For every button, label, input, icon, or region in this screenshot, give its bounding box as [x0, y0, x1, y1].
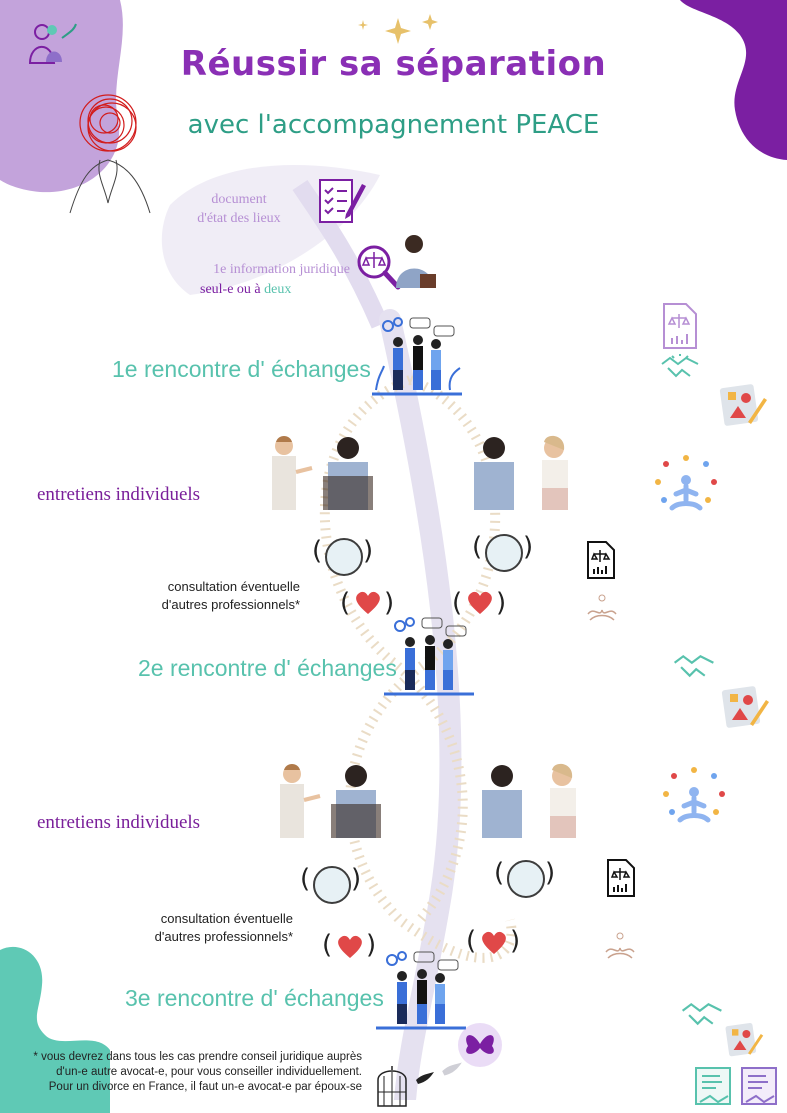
specialist-icon: [325, 538, 363, 576]
scales-document-icon: [663, 303, 697, 349]
page-title: Réussir sa séparation: [180, 44, 607, 84]
scales-document-icon: [587, 541, 615, 579]
contract-icon: [695, 1067, 731, 1105]
info-sublabel: seul-e ou à deux: [200, 282, 292, 297]
butterfly-icon: [458, 1023, 502, 1067]
consult-1-label: consultation éventuelle d'autres profess…: [161, 579, 300, 612]
paren-right-3: ): [384, 588, 395, 618]
legal-search-icon: [357, 245, 401, 290]
meeting-1-label: 1e rencontre d' échanges: [112, 356, 371, 382]
contract-icon: [741, 1067, 777, 1105]
birdcage-icon: [377, 1066, 407, 1107]
heart-icon: [482, 931, 506, 954]
interview-left-photo-icon: [280, 764, 381, 838]
top-left-blob: [0, 0, 123, 193]
meeting-2-label: 2e rencontre d' échanges: [138, 655, 397, 681]
art-palette-icon: [719, 384, 767, 426]
path-stroke: [379, 309, 462, 1100]
handshake-icon: [661, 354, 699, 378]
paren-left-2: (: [472, 532, 483, 562]
consult-2-label: consultation éventuelle d'autres profess…: [154, 911, 293, 944]
paren-left-4: (: [452, 588, 463, 618]
specialist-icon: [507, 860, 545, 898]
dove-icon: [416, 1072, 434, 1084]
paren-left-8: (: [466, 926, 477, 956]
paren-left-6: (: [494, 858, 505, 888]
document-label: document d'état des lieux: [197, 192, 281, 226]
specialist-icon: [485, 534, 523, 572]
lawyer-photo-icon: [396, 235, 436, 288]
team-meeting-icon: [384, 617, 474, 696]
heart-icon: [468, 591, 492, 614]
scales-document-icon: [607, 859, 635, 897]
art-palette-icon: [721, 686, 769, 728]
art-palette-icon: [725, 1022, 764, 1057]
paren-right-7: ): [366, 930, 377, 960]
paren-right-5: ): [351, 864, 362, 894]
paren-left-1: (: [312, 536, 323, 566]
head-sketch-icon: [69, 94, 151, 214]
dove-icon: [442, 1062, 462, 1076]
page-subtitle: avec l'accompagnement PEACE: [187, 110, 600, 140]
meeting-3-label: 3e rencontre d' échanges: [125, 985, 384, 1011]
footnote: * vous devrez dans tous les cas prendre …: [33, 1051, 362, 1093]
team-meeting-icon: [372, 317, 462, 396]
meditation-icon: [663, 767, 725, 823]
paren-right-6: ): [545, 858, 556, 888]
logo-icon: [28, 23, 77, 64]
interview-right-photo-icon: [474, 435, 568, 510]
paren-right-1: ): [363, 536, 374, 566]
lotus-icon: [587, 594, 617, 621]
specialist-icon: [313, 866, 351, 904]
team-meeting-icon: [376, 951, 466, 1030]
document-checklist-icon: [319, 179, 366, 223]
paren-left-7: (: [322, 930, 333, 960]
bottom-left-blob: [0, 946, 110, 1113]
handshake-icon: [673, 654, 714, 678]
handshake-icon: [681, 1002, 722, 1026]
paren-right-2: ): [523, 532, 534, 562]
sparkles-icon: [358, 14, 438, 44]
paren-left-5: (: [300, 864, 311, 894]
top-right-blob: [680, 0, 787, 160]
individual-1-label: entretiens individuels: [37, 484, 201, 505]
paren-right-4: ): [496, 588, 507, 618]
interview-right-photo-icon: [482, 763, 576, 838]
meditation-icon: [655, 455, 717, 511]
heart-icon: [338, 935, 362, 958]
heart-icon: [356, 591, 380, 614]
individual-2-label: entretiens individuels: [37, 812, 201, 833]
paren-left-3: (: [340, 588, 351, 618]
lotus-icon: [605, 932, 635, 959]
paren-right-8: ): [510, 926, 521, 956]
info-label: 1e information juridique: [213, 262, 350, 277]
interview-left-photo-icon: [272, 436, 373, 510]
